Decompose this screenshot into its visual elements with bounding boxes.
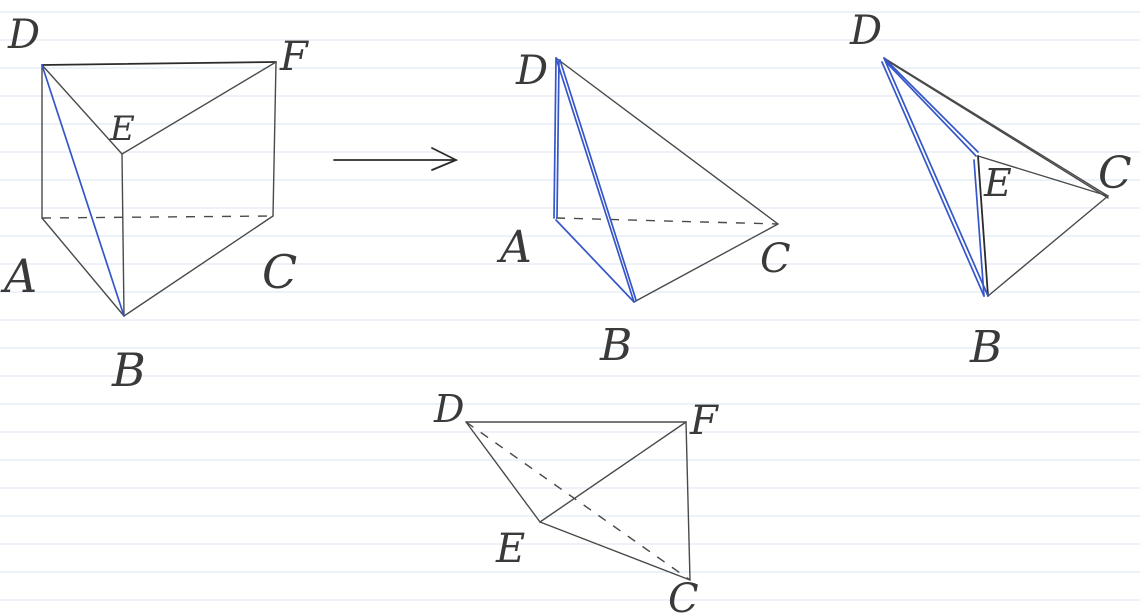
edge-AC-hidden (555, 217, 779, 225)
label-B: B (599, 320, 632, 371)
diagonal-DB (41, 64, 125, 317)
edge-DA (553, 57, 557, 219)
edge-DB-2 (881, 61, 985, 297)
label-C: C (760, 236, 791, 282)
label-E: E (109, 109, 135, 149)
edge-DE (883, 57, 979, 153)
label-D: D (515, 48, 548, 94)
edge-EC (539, 521, 691, 581)
label-D: D (849, 8, 882, 54)
edge-EF (539, 421, 687, 523)
figure-prism: D F E A B C (0, 12, 309, 397)
label-A: A (496, 222, 532, 273)
edge-DE (465, 421, 541, 523)
edge-DE (41, 64, 123, 155)
label-B: B (111, 343, 146, 397)
edge-EC (977, 155, 1109, 197)
edge-DE-2 (885, 61, 977, 157)
figure-tetra-DABC: D A B C (496, 48, 791, 371)
edge-DF (41, 61, 277, 66)
edge-DA-2 (556, 59, 560, 219)
label-D: D (7, 12, 40, 58)
edge-DB-2 (559, 59, 637, 301)
edge-BC (123, 215, 274, 317)
edge-EB-mark (973, 159, 985, 297)
label-E: E (983, 161, 1012, 205)
edge-AB (41, 217, 125, 317)
edge-FC (272, 61, 277, 217)
arrow (333, 147, 459, 171)
edge-AB (555, 219, 635, 303)
figure-tetra-DEBC: D E B C (849, 8, 1132, 373)
label-C: C (1098, 148, 1132, 199)
edge-DB (555, 57, 635, 303)
edge-DC (883, 57, 1109, 197)
edge-DC (555, 57, 779, 225)
edge-EF (121, 61, 277, 155)
edge-BC (633, 223, 779, 303)
edge-EB (121, 153, 125, 317)
edge-BC (987, 195, 1109, 297)
figure-tetra-DEFC: D F E C (433, 387, 719, 614)
edge-DB (883, 57, 989, 297)
edge-AC-hidden (41, 215, 274, 219)
label-C: C (262, 245, 297, 299)
ruled-lines (0, 11, 1140, 601)
label-F: F (689, 398, 719, 444)
edge-FC (685, 421, 691, 581)
label-D: D (433, 387, 464, 431)
label-C: C (668, 576, 699, 614)
edge-EB (977, 155, 989, 297)
label-A: A (0, 249, 37, 303)
label-B: B (969, 322, 1002, 373)
edge-DC-2 (885, 59, 1109, 199)
label-F: F (279, 34, 309, 80)
label-E: E (495, 526, 525, 572)
